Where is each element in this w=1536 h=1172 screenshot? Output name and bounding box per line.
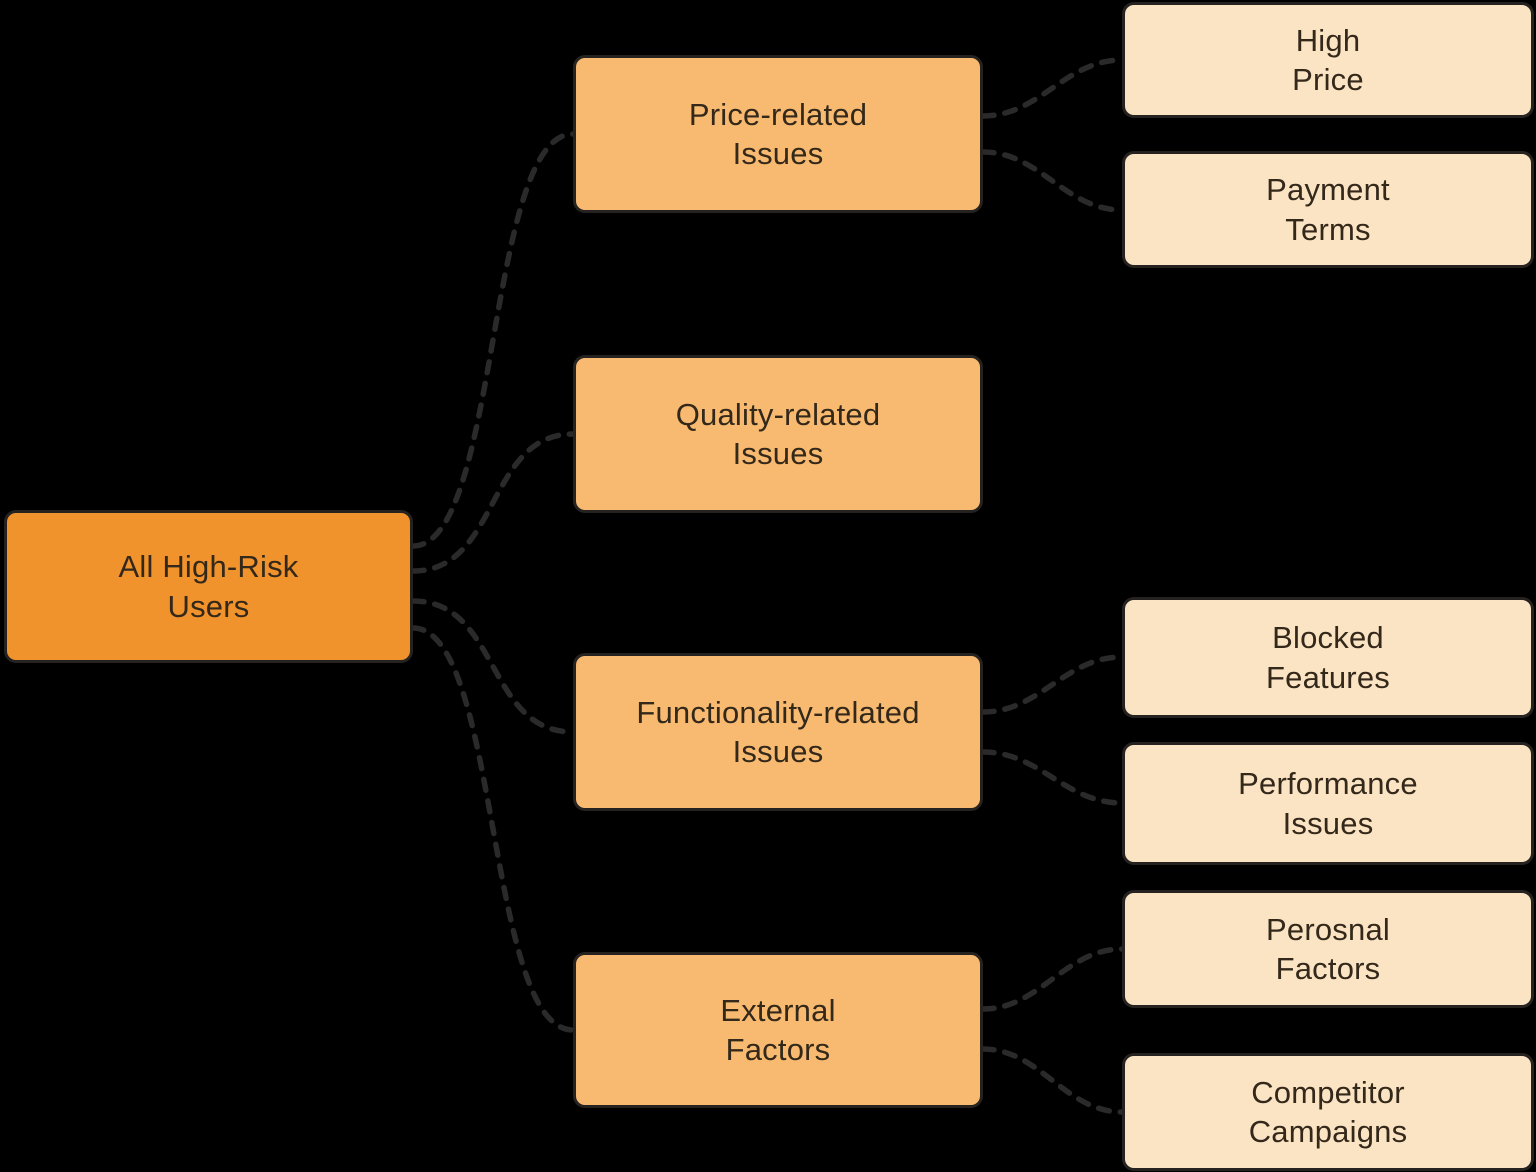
node-label-line: All High-Risk xyxy=(118,549,299,585)
node-label-line: Blocked xyxy=(1272,620,1384,656)
node-all-high-risk-users: All High-Risk Users xyxy=(4,510,413,663)
node-label-line: Terms xyxy=(1285,211,1371,247)
node-label-line: Performance xyxy=(1238,766,1418,802)
node-label-line: Users xyxy=(167,588,250,624)
node-label-line: Issues xyxy=(732,136,824,171)
node-payment-terms: Payment Terms xyxy=(1122,151,1534,268)
edge-external-to-perosnal-factors xyxy=(980,946,1125,1012)
node-label-line: External xyxy=(720,992,836,1028)
node-label-line: Perosnal xyxy=(1266,911,1390,947)
node-label-line: Features xyxy=(1266,659,1390,695)
node-label-line: Factors xyxy=(725,1032,831,1067)
node-external-factors: External Factors xyxy=(573,952,983,1108)
node-blocked-features: Blocked Features xyxy=(1122,597,1534,718)
node-functionality-related-issues: Functionality-related Issues xyxy=(573,653,983,811)
node-label-line: Payment xyxy=(1266,172,1390,208)
edge-functionality-to-performance-issues xyxy=(980,749,1125,806)
node-label-line: High xyxy=(1295,22,1361,58)
edge-external-to-competitor-campaigns xyxy=(980,1046,1125,1115)
node-label-line: Functionality-related xyxy=(636,694,920,730)
node-label-line: Campaigns xyxy=(1248,1114,1408,1149)
edge-root-to-price-related xyxy=(410,131,576,549)
node-label-line: Quality-related xyxy=(675,396,881,432)
node-quality-related-issues: Quality-related Issues xyxy=(573,355,983,513)
node-label-line: Price-related xyxy=(688,96,868,132)
node-label-line: Issues xyxy=(732,436,824,471)
node-competitor-campaigns: Competitor Campaigns xyxy=(1122,1053,1534,1171)
node-label-line: Competitor xyxy=(1251,1074,1405,1110)
edge-functionality-to-blocked-features xyxy=(980,654,1125,715)
edge-price-to-payment-terms xyxy=(980,149,1125,213)
edge-root-to-external-factors xyxy=(410,625,576,1033)
node-label-line: Factors xyxy=(1275,951,1381,986)
node-label-line: Issues xyxy=(732,734,824,769)
node-high-price: High Price xyxy=(1122,2,1534,118)
node-label-line: Issues xyxy=(1282,805,1374,841)
edge-root-to-quality-related xyxy=(410,431,576,574)
node-perosnal-factors: Perosnal Factors xyxy=(1122,890,1534,1008)
node-label-line: Price xyxy=(1292,62,1364,97)
edge-price-to-high-price xyxy=(980,57,1125,119)
edge-root-to-functionality-related xyxy=(410,598,576,735)
node-price-related-issues: Price-related Issues xyxy=(573,55,983,213)
node-performance-issues: Performance Issues xyxy=(1122,742,1534,865)
